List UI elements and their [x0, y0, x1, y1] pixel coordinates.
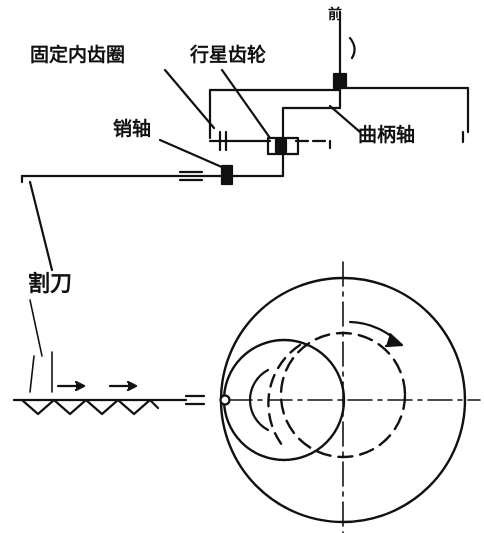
crank-shaft-label: 曲柄轴	[358, 124, 416, 146]
pin-shaft-label: 销轴	[113, 118, 152, 140]
leader-planet	[220, 68, 272, 140]
fixed-internal-gear-label: 固定内齿圈	[30, 44, 126, 66]
leader-cutter-top	[28, 180, 54, 272]
leader-ring	[163, 68, 216, 130]
planet-circle-dashed	[279, 331, 407, 459]
cutter-pivot	[219, 394, 231, 406]
pin-shaft-path	[230, 152, 285, 178]
cutter-label: 割刀	[28, 272, 73, 297]
planet-gear-label: 行星齿轮	[190, 44, 267, 66]
leader-pin	[158, 138, 226, 170]
inner-solid-arc	[248, 368, 270, 432]
crank-path	[281, 86, 342, 150]
motion-diagram	[12, 261, 481, 533]
top-bearing	[332, 72, 348, 90]
top-arrow	[348, 36, 356, 60]
crank-assembly	[20, 10, 470, 272]
top-mark-label: 前	[328, 7, 342, 23]
leader-crank	[328, 104, 362, 134]
inner-dashed-arc	[267, 343, 302, 447]
cutter-teeth	[20, 398, 160, 416]
